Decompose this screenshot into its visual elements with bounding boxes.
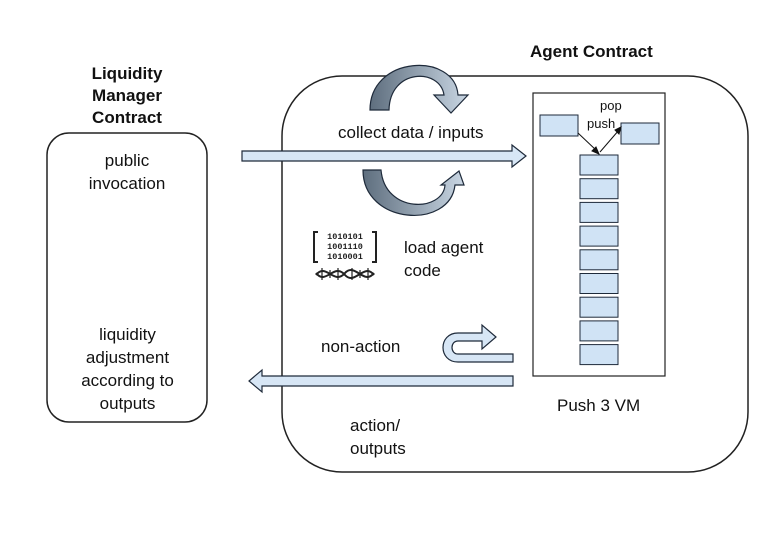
invocation-arrow	[241, 143, 527, 169]
load-cycle-arrow	[362, 169, 465, 216]
liquidity-manager-box	[46, 132, 208, 423]
outputs-arrow	[248, 368, 514, 394]
action-outputs-label: action/ outputs	[350, 416, 406, 458]
liquidity-manager-title: Liquidity Manager Contract	[91, 64, 163, 127]
agent-contract-box	[281, 75, 749, 473]
stack-cell	[579, 201, 619, 223]
stack-cell	[579, 320, 619, 342]
stack-cell	[579, 225, 619, 247]
non-action-arrow	[442, 323, 514, 363]
icon-bits-1: 1010101	[327, 232, 363, 242]
stack-cell	[579, 178, 619, 200]
collect-cycle-arrow	[369, 64, 470, 114]
public-invocation-label: public invocation	[88, 151, 166, 193]
vm-stack	[579, 154, 619, 366]
pop-label: pop	[600, 98, 622, 113]
icon-bits-3: 1010001	[327, 252, 363, 262]
stack-cell	[579, 296, 619, 318]
push3-vm-label: Push 3 VM	[557, 396, 641, 415]
pop-box	[539, 114, 579, 137]
push-label: push	[587, 116, 616, 131]
icon-bits-2: 1001110	[327, 242, 363, 252]
collect-data-label: collect data / inputs	[338, 123, 484, 142]
stack-cell	[579, 273, 619, 294]
stack-cell	[579, 249, 619, 271]
dna-code-icon: 1010101 1001110 1010001	[313, 231, 377, 280]
stack-cell	[579, 154, 619, 176]
load-agent-code-label: load agent code	[404, 238, 484, 280]
non-action-label: non-action	[321, 337, 401, 356]
pop-push-arrows	[577, 126, 622, 155]
liquidity-adjustment-label: liquidity adjustment according to output…	[81, 325, 174, 413]
push-box	[620, 122, 660, 145]
stack-cell	[579, 344, 619, 366]
agent-contract-title: Agent Contract	[530, 42, 653, 61]
